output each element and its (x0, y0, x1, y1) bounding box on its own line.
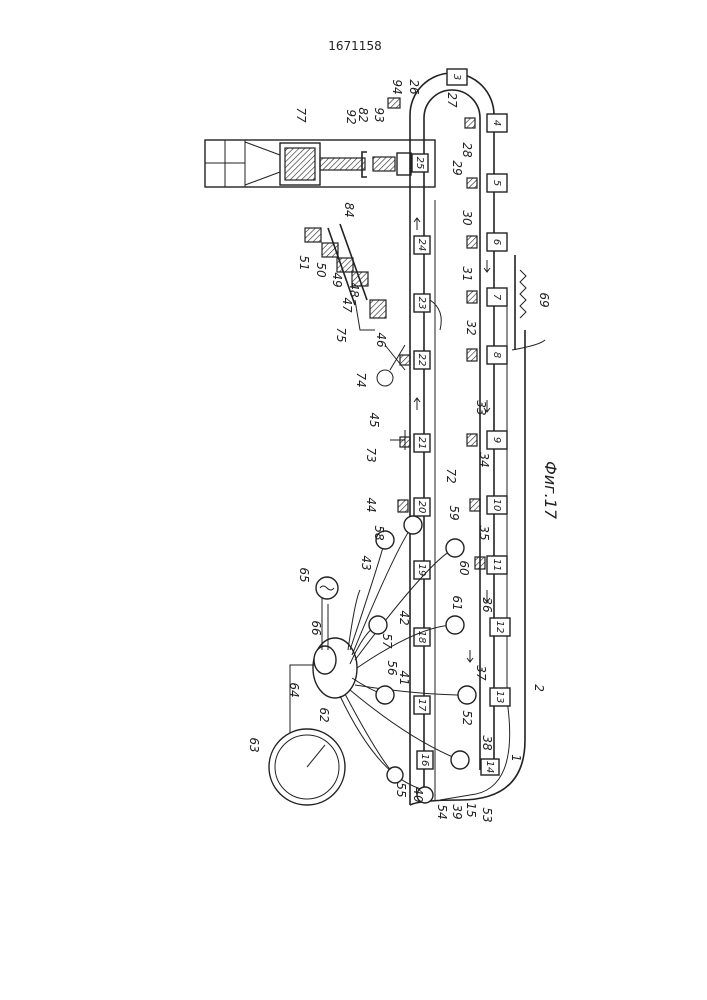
station-number: 22 (416, 354, 427, 367)
reference-label: 53 (480, 807, 494, 822)
station-number: 10 (491, 499, 502, 512)
reference-label: 42 (397, 610, 411, 625)
figure-label: Фиг.17 (541, 461, 560, 520)
reference-label: 33 (474, 400, 488, 415)
reference-label: 27 (445, 92, 459, 108)
reference-label: 51 (297, 255, 311, 270)
reference-label: 52 (460, 710, 474, 725)
reference-label: 30 (460, 210, 474, 226)
station-number: 9 (491, 437, 502, 443)
reference-label: 54 (435, 804, 449, 819)
station-number: 4 (491, 120, 502, 126)
reference-label: 38 (480, 735, 494, 751)
reference-label: 35 (477, 525, 491, 540)
reference-label: 60 (457, 560, 471, 576)
reference-label: 47 (340, 297, 354, 313)
reference-label: 69 (537, 292, 551, 307)
reference-label: 57 (380, 633, 394, 649)
reference-label: 49 (330, 272, 344, 287)
reference-label: 59 (447, 505, 461, 520)
reference-label: 1 (509, 754, 523, 762)
station-number: 16 (419, 754, 430, 767)
station-number: 23 (416, 297, 427, 310)
station-number: 14 (484, 761, 495, 774)
reference-label: 31 (460, 266, 474, 281)
station-number: 11 (491, 559, 502, 572)
reference-label: 58 (372, 525, 386, 541)
reference-label: 37 (474, 665, 488, 681)
station-number: 20 (416, 501, 427, 514)
station-number: 5 (491, 180, 502, 186)
station-number: 12 (494, 621, 505, 634)
reference-label: 36 (480, 597, 494, 613)
patent-number: 1671158 (328, 39, 381, 53)
reference-label: 55 (394, 782, 408, 797)
reference-label: 73 (364, 447, 378, 462)
reference-label: 66 (309, 620, 323, 636)
reference-label: 40 (411, 787, 425, 803)
reference-label: 43 (359, 555, 373, 570)
reference-label: 39 (450, 804, 464, 819)
reference-label: 32 (464, 320, 478, 335)
station-number: 21 (416, 437, 427, 450)
reference-label: 29 (450, 160, 464, 175)
reference-label: 75 (334, 327, 348, 342)
reference-label: 61 (450, 595, 464, 610)
station-number: 6 (491, 239, 502, 245)
reference-label: 82 (356, 107, 370, 122)
reference-label: 72 (444, 468, 458, 483)
reference-label: 62 (317, 707, 331, 722)
reference-label: 28 (460, 142, 474, 158)
reference-label: 92 (344, 109, 358, 124)
reference-label: 65 (297, 567, 311, 582)
reference-label: 2 (532, 684, 546, 692)
reference-label: 93 (372, 107, 386, 122)
station-number: 19 (416, 564, 427, 577)
reference-label: 63 (247, 737, 261, 752)
reference-label: 15 (464, 802, 478, 817)
reference-label: 56 (385, 660, 399, 676)
station-number: 8 (491, 352, 502, 358)
reference-label: 74 (354, 372, 368, 387)
press-assembly (205, 140, 435, 187)
reference-label: 46 (374, 332, 388, 348)
reference-label: 94 (390, 79, 404, 94)
reference-label: 77 (294, 107, 308, 123)
station-number: 3 (451, 74, 462, 80)
station-number: 25 (414, 157, 425, 170)
reference-label: 45 (367, 412, 381, 427)
station-number: 13 (494, 691, 505, 704)
station-number: 17 (416, 699, 427, 712)
reference-label: 50 (314, 262, 328, 278)
station-number: 24 (416, 239, 427, 252)
reference-label: 41 (397, 670, 411, 685)
reference-label: 84 (342, 202, 356, 217)
reference-label: 34 (477, 452, 491, 467)
station-number: 7 (491, 294, 502, 301)
reference-label: 44 (364, 497, 378, 512)
reference-label: 48 (347, 282, 361, 298)
reference-label: 64 (287, 682, 301, 697)
reference-label: 26 (407, 79, 421, 95)
